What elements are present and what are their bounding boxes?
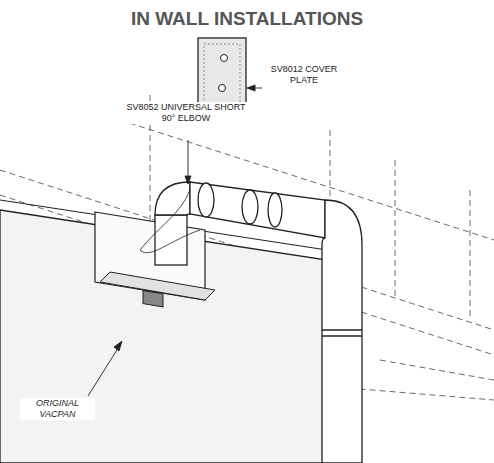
part-label: ORIGINAL VACPAN [20, 398, 95, 420]
horizontal-pipe [190, 182, 325, 238]
vacpan [95, 212, 215, 307]
elbow [155, 182, 190, 215]
part-label: SV8052 UNIVERSAL SHORT 90° ELBOW [120, 102, 252, 124]
down-bend [322, 200, 362, 463]
title: IN WALL INSTALLATIONS [0, 8, 494, 30]
riser [155, 215, 187, 265]
pipework [155, 182, 362, 463]
leader-lines [88, 85, 262, 396]
wall-face [0, 210, 340, 463]
cover-plate [198, 38, 246, 110]
part-label: SV8012 COVER PLATE [264, 64, 344, 86]
